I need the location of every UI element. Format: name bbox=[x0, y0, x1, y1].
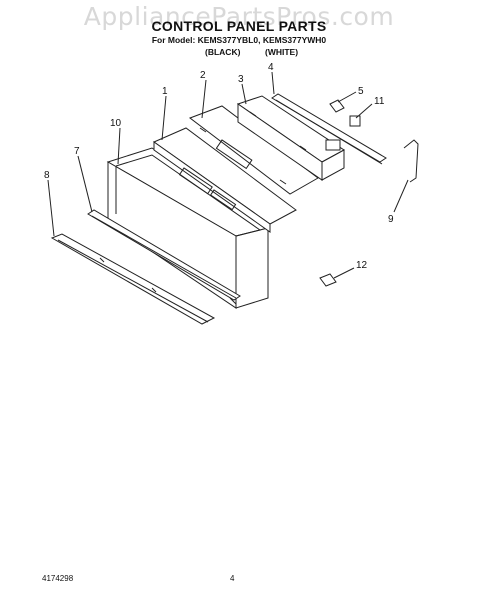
leader-lines bbox=[47, 71, 409, 279]
doc-number: 4174298 bbox=[42, 574, 74, 583]
callout-4: 4 bbox=[268, 62, 274, 73]
part-side-bracket bbox=[403, 139, 419, 183]
part-small-plate bbox=[319, 273, 337, 287]
part-control-overlay bbox=[152, 127, 297, 233]
callout-2: 2 bbox=[200, 70, 206, 81]
part-clip-small bbox=[349, 115, 361, 127]
callout-5: 5 bbox=[358, 86, 364, 97]
callout-1: 1 bbox=[162, 86, 168, 97]
callout-10: 10 bbox=[110, 118, 122, 129]
part-bottom-trim bbox=[50, 233, 216, 325]
callout-7: 7 bbox=[74, 146, 80, 157]
callout-8: 8 bbox=[44, 170, 50, 181]
callout-12: 12 bbox=[356, 260, 368, 271]
part-control-panel-frame bbox=[106, 147, 270, 309]
model-line: For Model: KEMS377YBL0, KEMS377YWH0 bbox=[151, 35, 327, 45]
page-title: CONTROL PANEL PARTS bbox=[151, 18, 327, 34]
part-bracket-rail bbox=[271, 93, 387, 165]
variant-black: (BLACK) bbox=[205, 47, 241, 57]
callout-9: 9 bbox=[388, 214, 394, 225]
variant-white: (WHITE) bbox=[265, 47, 299, 57]
part-control-housing bbox=[236, 95, 345, 181]
callout-3: 3 bbox=[238, 74, 244, 85]
callout-11: 11 bbox=[374, 96, 385, 107]
watermark: AppliancePartsPros.com bbox=[83, 2, 395, 31]
part-clip bbox=[329, 99, 345, 113]
page-number: 4 bbox=[230, 574, 235, 583]
part-circuit-board bbox=[188, 105, 319, 195]
